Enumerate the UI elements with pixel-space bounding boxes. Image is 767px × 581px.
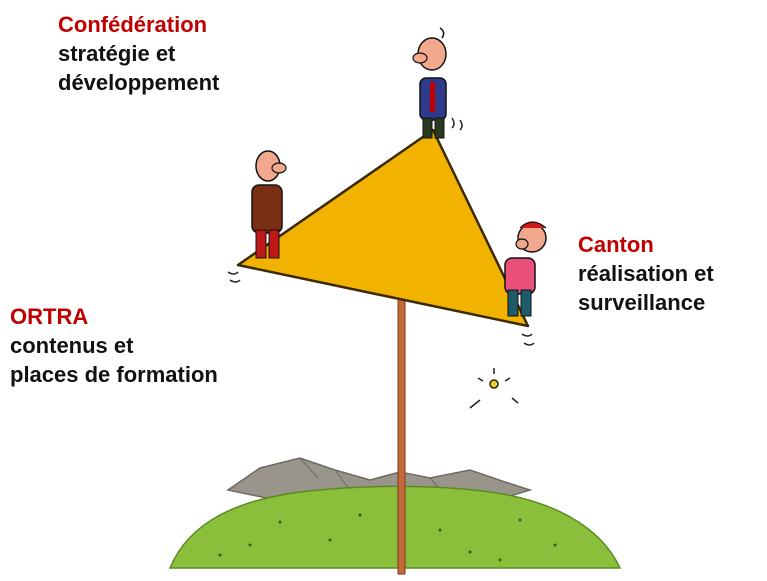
canton-line-1: réalisation et (578, 261, 714, 286)
person-confederation-icon (412, 27, 447, 139)
ortra-label: ORTRA contenus et places de formation (10, 302, 218, 389)
confederation-line-2: développement (58, 70, 220, 95)
green-hill (168, 485, 622, 569)
confederation-title: Confédération (58, 12, 208, 37)
pole (397, 291, 406, 575)
ortra-line-1: contenus et (10, 333, 134, 358)
ortra-line-2: places de formation (10, 362, 218, 387)
confederation-label: Confédération stratégie et développement (58, 10, 219, 97)
grass-dots (218, 513, 557, 562)
canton-label: Canton réalisation et surveillance (578, 230, 714, 317)
person-ortra-icon (251, 150, 287, 259)
confederation-line-1: stratégie et (58, 41, 176, 66)
canton-line-2: surveillance (578, 290, 706, 315)
canton-title: Canton (578, 232, 654, 257)
wobble-marks (227, 117, 535, 346)
sun-glint-icon (469, 368, 519, 409)
person-canton-icon (504, 221, 547, 317)
triangle-platform (236, 128, 530, 328)
ortra-title: ORTRA (10, 304, 89, 329)
